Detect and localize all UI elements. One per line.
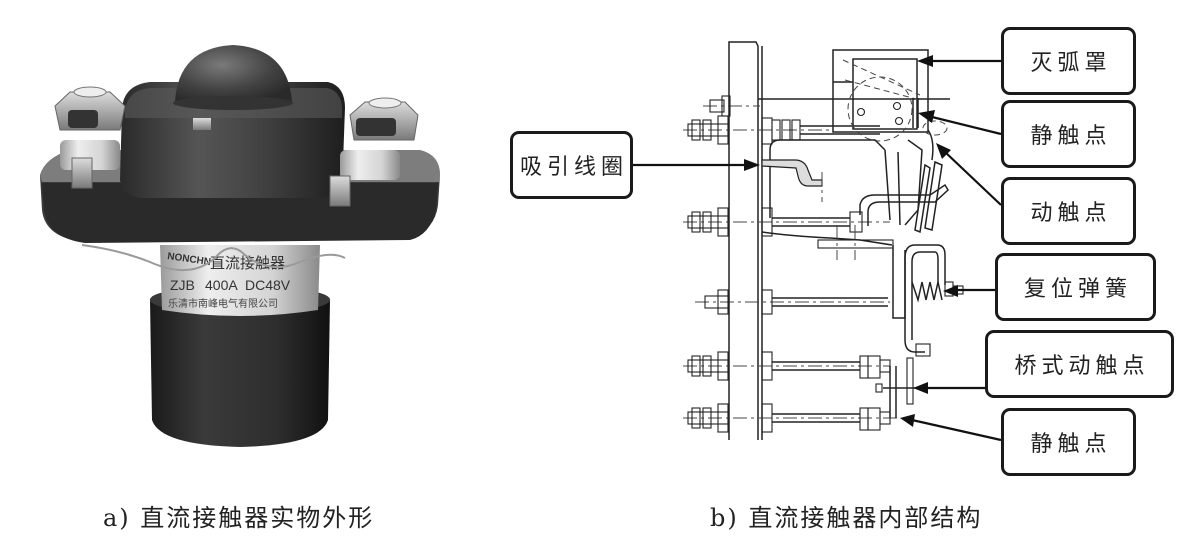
leader-arrow-return-spring bbox=[943, 285, 995, 297]
label-arc-chute-text: 灭弧罩 bbox=[1030, 51, 1112, 76]
coil-wire bbox=[81, 244, 346, 272]
label-attraction-coil: 吸引线圈 bbox=[510, 131, 633, 199]
leader-arrow-arc-chute bbox=[917, 55, 1001, 67]
stud-row-2 bbox=[683, 207, 890, 237]
diagram-panel: 灭弧罩 静触点 动触点 复位弹簧 桥式动触点 静触点 吸引线圈 b) 直流接触器… bbox=[500, 0, 1184, 539]
contactor-photo: NONCHN 直流接触器 ZJB 400A DC48V 乐清市南峰电气有限公司 bbox=[40, 45, 440, 447]
caption-b: b) 直流接触器内部结构 bbox=[710, 504, 983, 532]
armature-drawing bbox=[761, 120, 949, 260]
label-bridge-moving-contact-text: 桥式动触点 bbox=[1014, 354, 1150, 379]
label-static-contact-top-text: 静触点 bbox=[1030, 124, 1112, 149]
stud-row-3 bbox=[695, 289, 890, 315]
label-static-contact-bottom-text: 静触点 bbox=[1030, 432, 1112, 457]
internal-structure-drawing bbox=[632, 41, 1002, 442]
arc-chute-drawing bbox=[832, 49, 929, 142]
label-moving-contact: 动触点 bbox=[1001, 177, 1136, 245]
product-text: 直流接触器 bbox=[210, 254, 285, 272]
left-terminal bbox=[54, 86, 126, 189]
manufacturer-text: 乐清市南峰电气有限公司 bbox=[168, 297, 278, 310]
label-moving-contact-text: 动触点 bbox=[1030, 201, 1112, 226]
model-text: ZJB bbox=[170, 277, 195, 293]
label-arc-chute: 灭弧罩 bbox=[1001, 27, 1136, 95]
stud-row-4 bbox=[683, 351, 891, 381]
caption-a: a) 直流接触器实物外形 bbox=[103, 504, 375, 532]
photo-panel: NONCHN 直流接触器 ZJB 400A DC48V 乐清市南峰电气有限公司 bbox=[0, 0, 500, 539]
mounting-plate bbox=[728, 41, 763, 440]
dome-cap bbox=[173, 45, 293, 130]
right-terminal bbox=[329, 97, 419, 207]
label-static-contact-bottom: 静触点 bbox=[1001, 408, 1136, 476]
leader-arrow-static-contact-top bbox=[918, 110, 1002, 136]
label-return-spring: 复位弹簧 bbox=[995, 253, 1156, 321]
coil-lead-drawing bbox=[761, 159, 823, 202]
leader-arrow-static-contact-bottom bbox=[900, 414, 1002, 442]
return-spring-drawing bbox=[892, 244, 964, 357]
label-return-spring-text: 复位弹簧 bbox=[1023, 277, 1132, 302]
leader-arrow-moving-contact bbox=[936, 143, 1002, 206]
stud-row-5 bbox=[683, 403, 900, 433]
current-rating-text: 400A bbox=[205, 277, 238, 293]
label-bridge-moving-contact: 桥式动触点 bbox=[985, 330, 1174, 398]
leader-arrow-attraction-coil bbox=[632, 159, 760, 171]
voltage-rating-text: DC48V bbox=[245, 277, 291, 293]
label-static-contact-top: 静触点 bbox=[1001, 100, 1136, 168]
label-attraction-coil-text: 吸引线圈 bbox=[519, 155, 628, 180]
leader-arrow-bridge-contact bbox=[913, 382, 985, 394]
nameplate-band: NONCHN 直流接触器 ZJB 400A DC48V 乐清市南峰电气有限公司 bbox=[160, 245, 320, 316]
